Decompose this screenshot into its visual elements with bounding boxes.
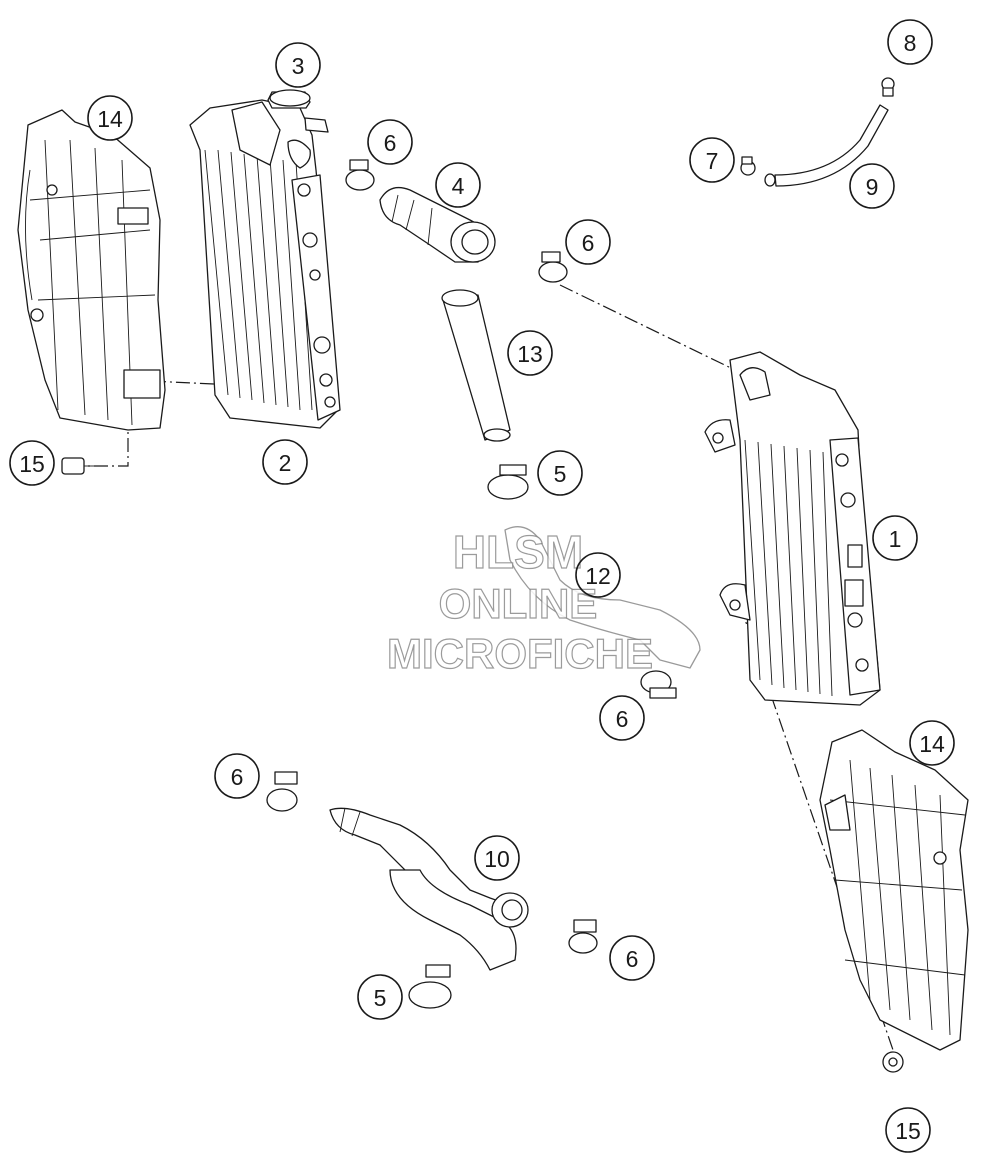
- callout-14-right: 14: [909, 720, 955, 766]
- svg-text:6: 6: [616, 706, 629, 732]
- callout-8: 8: [887, 19, 933, 65]
- callout-6-lower-right: 6: [609, 935, 655, 981]
- left-radiator: [189, 89, 341, 429]
- callout-13: 13: [507, 330, 553, 376]
- watermark-line-2: ONLINE: [439, 580, 598, 627]
- hose-clamp-lower-left: [266, 771, 298, 812]
- callout-6-top-middle: 6: [367, 119, 413, 165]
- lower-y-hose: [329, 807, 529, 971]
- hose-clamp-lower: [408, 964, 452, 1009]
- watermark-line-1: HLSM: [453, 526, 583, 578]
- hose-clip-small: [740, 156, 756, 176]
- svg-text:3: 3: [292, 53, 305, 79]
- callout-5-upper: 5: [537, 450, 583, 496]
- left-radiator-shroud: [17, 109, 166, 431]
- svg-text:6: 6: [231, 764, 244, 790]
- svg-text:13: 13: [517, 341, 543, 367]
- callout-2: 2: [262, 439, 308, 485]
- callout-10: 10: [474, 835, 520, 881]
- svg-text:14: 14: [919, 731, 945, 757]
- svg-text:15: 15: [895, 1118, 921, 1144]
- right-radiator: [704, 351, 881, 706]
- svg-text:6: 6: [582, 230, 595, 256]
- callout-14-left: 14: [87, 95, 133, 141]
- callout-6-middle-right: 6: [599, 695, 645, 741]
- svg-text:6: 6: [626, 946, 639, 972]
- svg-text:2: 2: [279, 450, 292, 476]
- hose-clamp-upper: [487, 464, 529, 500]
- svg-text:4: 4: [452, 173, 465, 199]
- svg-text:7: 7: [706, 148, 719, 174]
- hose-clamp-top-right: [538, 251, 568, 283]
- callout-15-right: 15: [885, 1107, 931, 1153]
- hose-clamp-middle-right: [640, 670, 677, 699]
- callout-15-left: 15: [9, 440, 55, 486]
- svg-text:5: 5: [554, 461, 567, 487]
- screw-left: [61, 457, 96, 475]
- leader-clamp-right-top: [559, 284, 736, 371]
- screw-right: [882, 1051, 904, 1073]
- hose-clamp-top-middle: [345, 159, 375, 191]
- watermark: HLSM ONLINE MICROFICHE: [386, 525, 653, 677]
- hose-clamp-lower-right: [568, 919, 598, 954]
- svg-text:9: 9: [866, 174, 879, 200]
- callout-7: 7: [689, 137, 735, 183]
- hose-fitting-small: [881, 77, 895, 97]
- callout-3: 3: [275, 42, 321, 88]
- callout-12: 12: [575, 552, 621, 598]
- curved-hose-upper: [504, 526, 701, 669]
- callout-6-lower-left: 6: [214, 753, 260, 799]
- right-radiator-shroud: [819, 729, 969, 1051]
- hose-connector: [379, 186, 496, 263]
- watermark-line-3: MICROFICHE: [387, 630, 653, 677]
- callout-1: 1: [872, 515, 918, 561]
- callout-4: 4: [435, 162, 481, 208]
- callout-6-top-right: 6: [565, 219, 611, 265]
- small-overflow-hose: [764, 104, 889, 187]
- svg-text:15: 15: [19, 451, 45, 477]
- callout-9: 9: [849, 163, 895, 209]
- svg-text:5: 5: [374, 985, 387, 1011]
- svg-text:10: 10: [484, 846, 510, 872]
- straight-tube: [441, 289, 511, 442]
- svg-text:1: 1: [889, 526, 902, 552]
- svg-text:8: 8: [904, 30, 917, 56]
- svg-text:14: 14: [97, 106, 123, 132]
- svg-text:12: 12: [585, 563, 611, 589]
- callout-5-lower: 5: [357, 974, 403, 1020]
- svg-text:6: 6: [384, 130, 397, 156]
